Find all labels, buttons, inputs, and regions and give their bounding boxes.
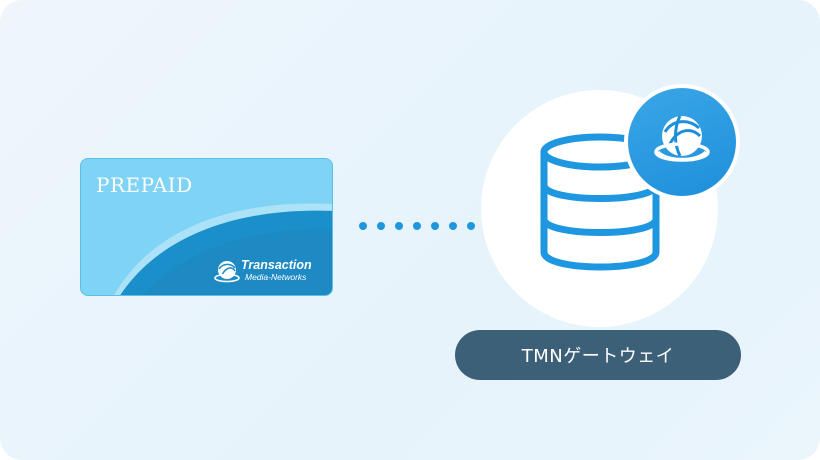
tmn-logo-icon (214, 261, 240, 283)
connector-dot (377, 222, 385, 230)
connector-dot (395, 222, 403, 230)
connector-dot (413, 222, 421, 230)
gateway-label: TMNゲートウェイ (455, 330, 741, 380)
connector-dot (359, 222, 367, 230)
globe-badge (624, 84, 740, 200)
card-wave-graphic (114, 203, 332, 295)
globe-icon (654, 115, 710, 162)
card-label: PREPAID (96, 173, 193, 197)
connector-dot (467, 222, 475, 230)
connector-dot (431, 222, 439, 230)
logo-text-line1: Transaction (241, 258, 312, 272)
prepaid-card: PREPAID Transaction Media-Networks (80, 158, 333, 296)
dotted-connector (359, 222, 475, 230)
connector-dot (449, 222, 457, 230)
tmn-logo: Transaction Media-Networks (214, 257, 326, 289)
logo-text-line2: Media-Networks (245, 272, 307, 282)
